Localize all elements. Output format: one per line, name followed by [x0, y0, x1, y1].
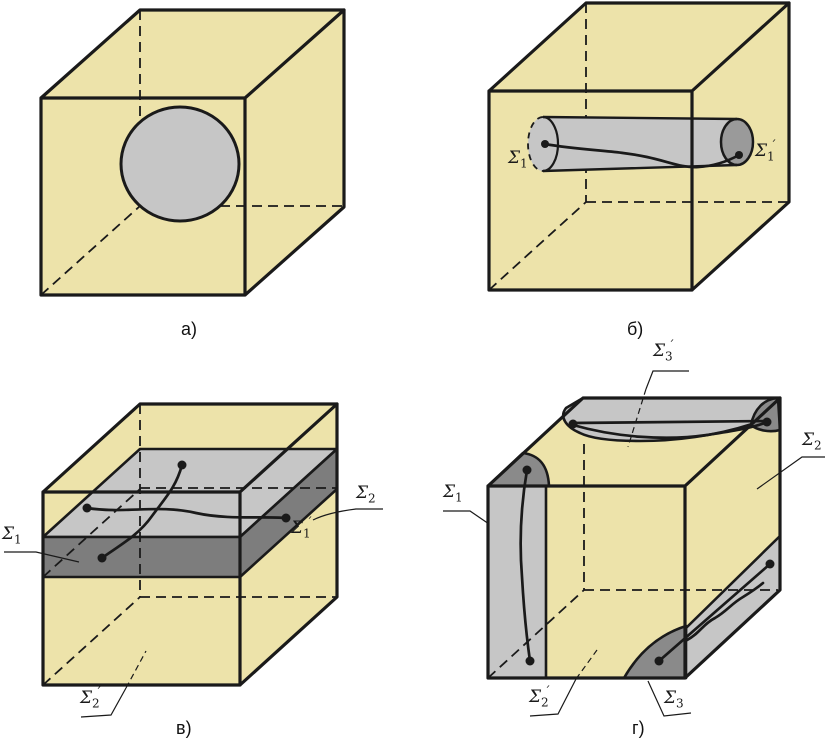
- label-sigma3-g: Σ3: [664, 688, 684, 711]
- label-sigma1-b: Σ1: [508, 148, 528, 171]
- caption-panel-a: а): [181, 319, 198, 339]
- panel-g: [443, 370, 825, 717]
- bottom-band-line: [657, 562, 772, 663]
- wire-curve: [543, 142, 741, 169]
- sigma2p-leader-g: [529, 678, 577, 717]
- band-endpoint-dot: [525, 656, 535, 666]
- left-strip-curve: [519, 468, 532, 663]
- band-endpoint-dot: [762, 417, 772, 427]
- curve-endpoint-dot: [82, 503, 92, 513]
- label-sigma1-v: Σ1: [2, 524, 22, 547]
- cube-a-right-face: [245, 10, 344, 295]
- panel-a: [39, 8, 346, 297]
- slab-front-face: [41, 535, 242, 579]
- sigma2-leader-v: [312, 508, 383, 521]
- label-sigma1-prime-b: Σ1′: [755, 138, 776, 164]
- panel-v: [4, 402, 383, 718]
- sigma2-leader-g: [756, 456, 825, 490]
- cube-v-outline: [41, 402, 339, 687]
- sigma2p-leader-v-dashed: [125, 650, 147, 689]
- band-endpoint-dot: [522, 465, 532, 475]
- label-sigma3-prime-g: Σ3′: [653, 338, 674, 364]
- caption-panel-b: б): [627, 319, 644, 339]
- label-sigma2-v: Σ2: [356, 483, 376, 506]
- slab-curve-long: [85, 506, 288, 520]
- label-sigma2-prime-v: Σ2′: [80, 685, 101, 711]
- left-strip: [486, 484, 548, 680]
- sigma3-leader-g: [647, 680, 692, 717]
- sigma2p-leader-v: [80, 687, 127, 718]
- wire-endpoint-dot: [541, 140, 549, 148]
- bottom-band-wavy-curve: [685, 581, 765, 642]
- sigma1-leader-g: [443, 510, 490, 525]
- cube-g-outline: [486, 396, 782, 680]
- cube-g-hidden-edges: [487, 444, 778, 679]
- sigma1-leader-v: [4, 551, 80, 563]
- cylinder-body: [543, 117, 737, 171]
- label-sigma1-g: Σ1: [443, 482, 463, 505]
- slab-curve-short: [100, 463, 184, 560]
- top-band-line: [571, 419, 769, 425]
- cylinder-near-rim-hidden: [527, 116, 544, 172]
- caption-panel-v: в): [176, 718, 192, 738]
- sigma3p-leader-g: [645, 370, 689, 390]
- wire-endpoint-dot: [735, 151, 743, 159]
- gray-disc: [119, 105, 241, 223]
- panel-b: [487, 1, 791, 292]
- band-endpoint-dot: [765, 559, 775, 569]
- label-sigma2-g: Σ2: [802, 430, 822, 453]
- cylinder-near-rim-front: [542, 115, 560, 173]
- sigma2p-leader-g-dashed: [575, 649, 598, 680]
- label-sigma2-prime-g: Σ2′: [529, 684, 550, 710]
- top-band-sag-curve: [571, 420, 769, 440]
- band-endpoint-dot: [568, 419, 578, 429]
- curve-endpoint-dot: [97, 553, 107, 563]
- label-sigma1-prime-v: Σ1′: [291, 515, 312, 541]
- sigma3p-leader-g-dashed: [627, 388, 647, 448]
- curve-endpoint-dot: [177, 460, 187, 470]
- cube-b-outline: [487, 1, 791, 292]
- curve-endpoint-dot: [281, 513, 291, 523]
- cube-a-outline: [39, 8, 346, 297]
- caption-panel-g: г): [632, 718, 645, 738]
- band-endpoint-dot: [654, 656, 664, 666]
